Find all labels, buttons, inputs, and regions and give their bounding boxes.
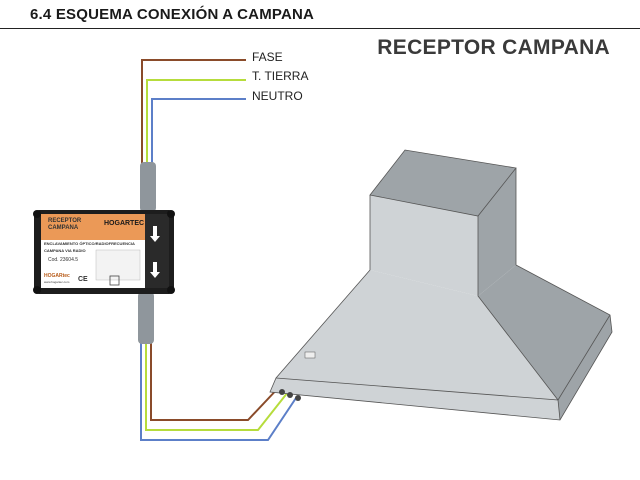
cable-sheath-top [140,162,156,212]
box-brand: HOGARTEC [104,220,145,227]
box-label-top: RECEPTOR [48,218,82,224]
box-model: Cod. 23604.5 [48,257,79,263]
header-divider [0,28,640,29]
wire-label-tierra: T. TIERRA [252,69,309,83]
wire-label-fase: FASE [252,50,283,64]
box-description-line1: ENCLAVAMIENTO ÓPTICO/RADIOFRECUENCIA [44,241,135,246]
section-title: 6.4 ESQUEMA CONEXIÓN A CAMPANA [30,6,315,23]
wire-tierra-top [146,79,246,165]
wire-neutro-top [151,98,246,165]
wire-label-neutro: NEUTRO [252,89,303,103]
ce-mark: CE [78,276,88,283]
arrow-down-icon [150,262,160,278]
wire-neutro-bottom [140,340,297,441]
wire-tierra-bottom [145,340,289,431]
box-description-line2: CAMPANA VIA RADIO [44,248,86,253]
box-website: www.hogartec.com [44,280,70,284]
receiver-box [33,210,175,294]
wire-fase-top [141,59,246,165]
arrow-down-icon [150,226,160,242]
box-label-bottom: CAMPANA [48,225,79,231]
wire-fase-bottom [150,340,283,421]
diagram-title: RECEPTOR CAMPANA [377,36,610,59]
box-manufacturer-logo: HOGARtec [44,273,70,279]
extractor-hood [269,149,613,421]
cable-sheath-bottom [138,292,154,344]
